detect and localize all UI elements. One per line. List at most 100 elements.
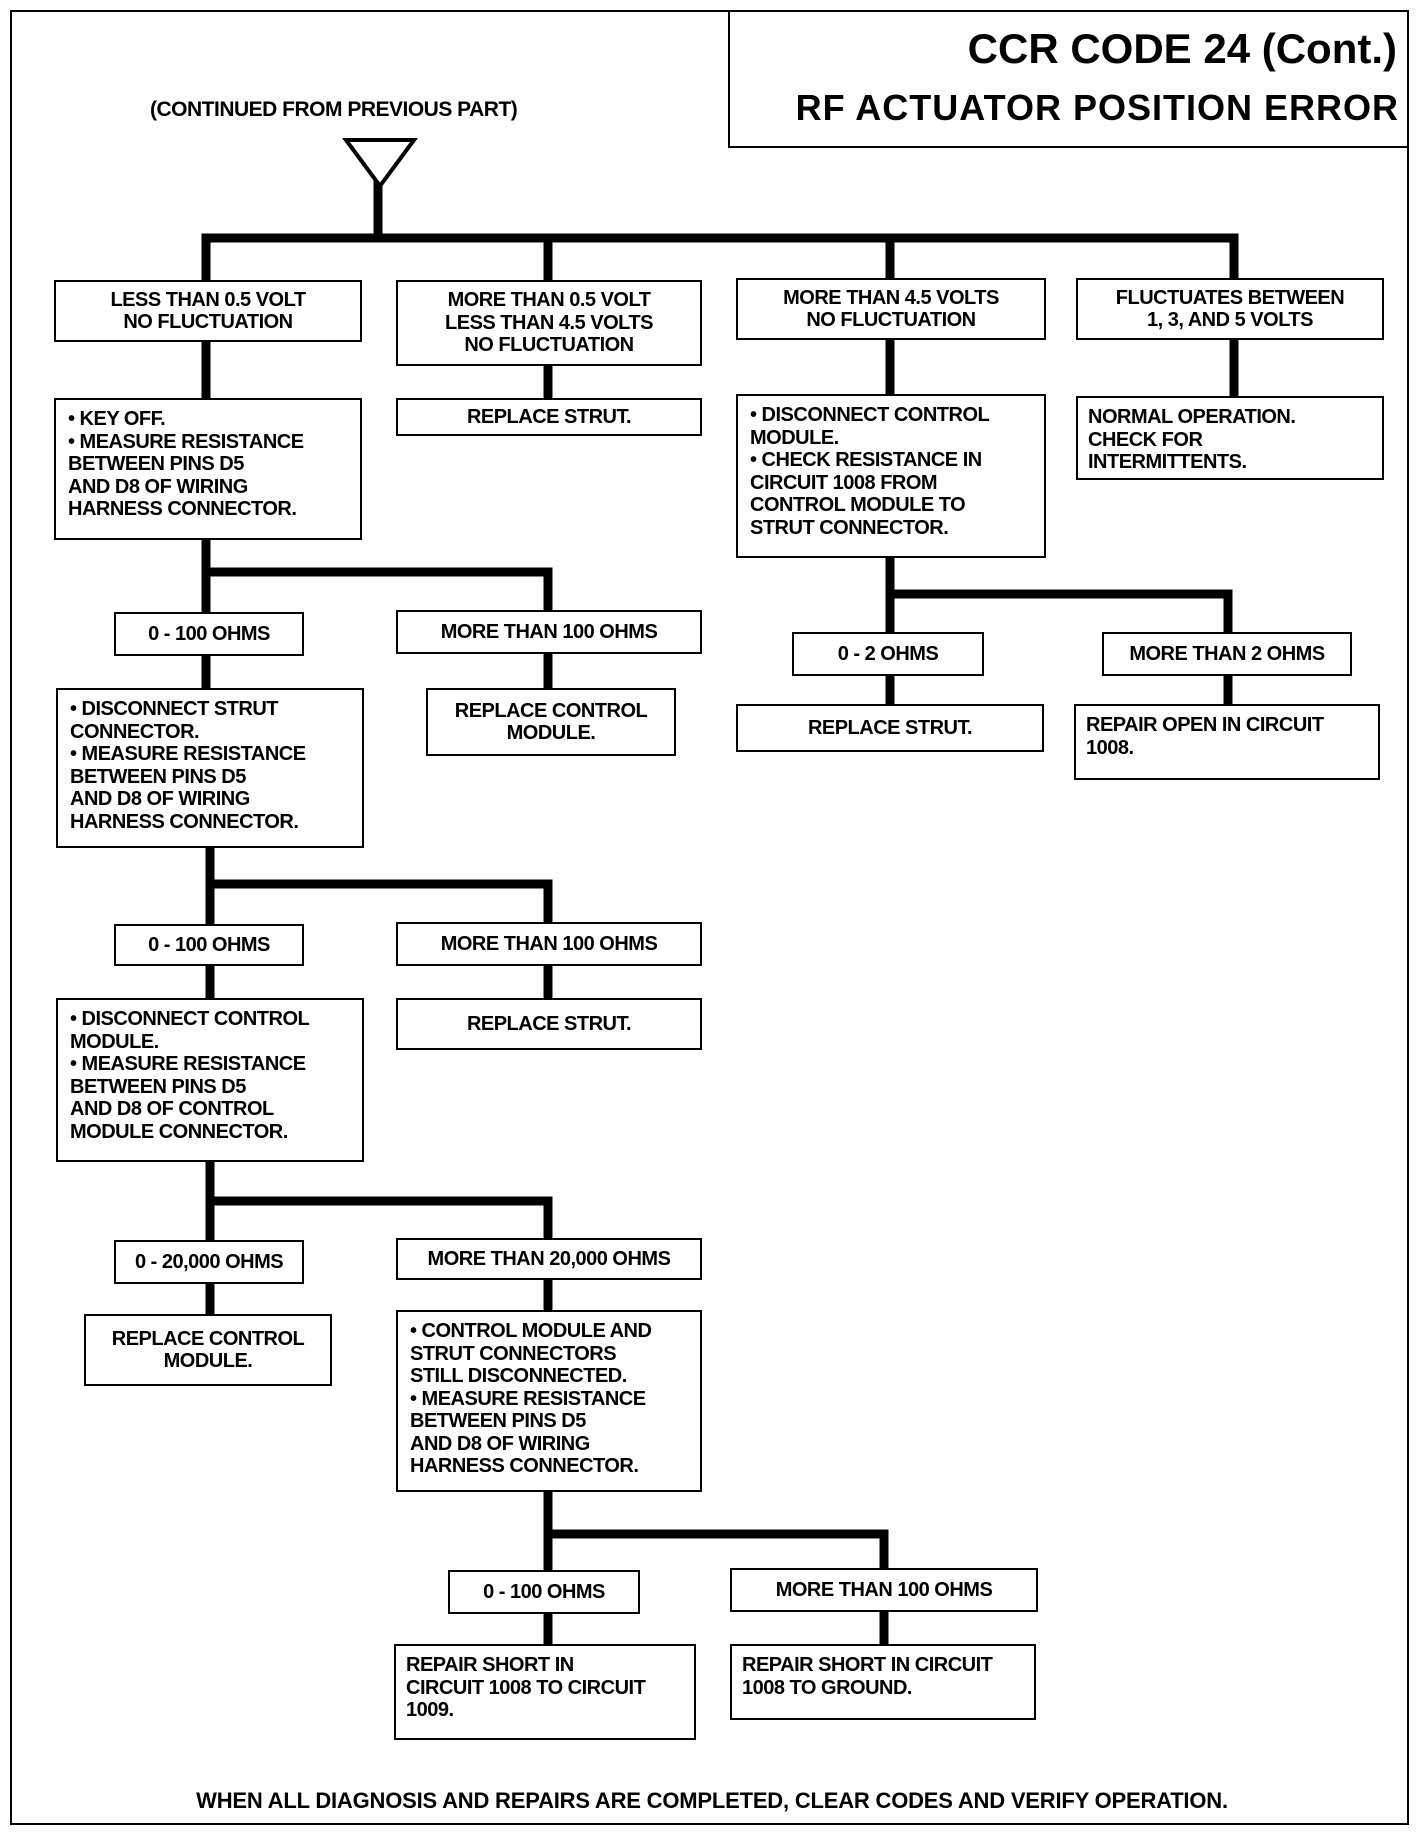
node-more-100-ohms-2: MORE THAN 100 OHMS [396,922,702,966]
node-text-line: MORE THAN 100 OHMS [440,620,658,643]
node-text-line: MODULE. [70,1030,159,1053]
node-text-line: LESS THAN 4.5 VOLTS [445,311,653,334]
page-frame [10,10,1409,1825]
node-text-line: CIRCUIT 1008 FROM [750,471,938,494]
node-text-line: AND D8 OF WIRING [70,788,250,810]
node-text-line: FLUCTUATES BETWEEN [1115,286,1345,309]
continued-label: (CONTINUED FROM PREVIOUS PART) [150,98,518,121]
node-0-20000-ohms: 0 - 20,000 OHMS [114,1240,304,1284]
continuation-marker-icon [342,138,418,190]
node-text-line: HARNESS CONNECTOR. [70,810,299,833]
node-replace-strut-3: REPLACE STRUT. [396,998,702,1050]
node-text-line: • DISCONNECT CONTROL [750,404,990,426]
node-text-line: • DISCONNECT CONTROL [70,1008,310,1030]
node-text-line: MODULE. [750,426,839,449]
node-text-line: • MEASURE RESISTANCE [70,1053,306,1075]
node-more-20000-ohms: MORE THAN 20,000 OHMS [396,1238,702,1280]
node-text-line: CONTROL MODULE TO [750,494,966,516]
node-0-100-ohms-1: 0 - 100 OHMS [114,612,304,656]
node-text-line: MORE THAN 100 OHMS [440,932,658,955]
node-text-line: STRUT CONNECTOR. [750,516,949,539]
node-text-line: 0 - 100 OHMS [148,933,270,956]
node-text-line: STILL DISCONNECTED. [410,1365,627,1387]
page-title: CCR CODE 24 (Cont.) [967,25,1397,72]
node-text-line: 0 - 20,000 OHMS [134,1250,284,1273]
node-text-line: MORE THAN 2 OHMS [1129,642,1325,665]
node-text-line: • MEASURE RESISTANCE [70,743,306,765]
node-text-line: • CONTROL MODULE AND [410,1320,652,1342]
node-text-line: MORE THAN 0.5 VOLT [447,289,651,312]
node-0-2-ohms: 0 - 2 OHMS [792,632,984,676]
node-text-line: REPLACE CONTROL [454,699,648,722]
node-text-line: 0 - 100 OHMS [483,1580,605,1603]
node-text-line: MODULE. [506,722,596,744]
node-text-line: HARNESS CONNECTOR. [410,1455,639,1477]
node-text-line: MORE THAN 4.5 VOLTS [783,286,999,309]
node-text-line: CHECK FOR [1088,428,1203,451]
node-more-2-ohms: MORE THAN 2 OHMS [1102,632,1352,676]
node-text-line: BETWEEN PINS D5 [410,1410,586,1432]
node-text-line: REPAIR SHORT IN CIRCUIT [742,1654,993,1676]
node-text-line: HARNESS CONNECTOR. [68,498,297,520]
node-text-line: • MEASURE RESISTANCE [68,430,304,453]
node-text-line: REPLACE STRUT. [466,405,632,428]
node-text-line: AND D8 OF WIRING [410,1432,590,1455]
node-text-line: REPAIR SHORT IN [406,1654,574,1676]
footer-note: WHEN ALL DIAGNOSIS AND REPAIRS ARE COMPL… [196,1788,1228,1813]
node-text-line: • DISCONNECT STRUT [70,698,279,720]
node-text-line: AND D8 OF CONTROL [70,1098,274,1120]
node-text-line: NO FLUCTUATION [123,311,293,333]
node-text-line: MODULE. [163,1350,253,1372]
node-text-line: 1008 TO GROUND. [742,1676,912,1699]
node-text-line: NO FLUCTUATION [806,309,976,331]
node-text-line: CONNECTOR. [70,720,200,743]
node-text-line: MORE THAN 20,000 OHMS [427,1247,671,1270]
node-text-line: 0 - 100 OHMS [148,622,270,645]
node-text-line: 1009. [406,1699,454,1721]
node-text-line: 1008. [1086,736,1134,759]
node-0-100-ohms-2: 0 - 100 OHMS [114,924,304,966]
node-0-100-ohms-3: 0 - 100 OHMS [448,1570,640,1614]
node-text-line: CIRCUIT 1008 TO CIRCUIT [406,1676,646,1699]
node-text-line: NORMAL OPERATION. [1088,406,1296,428]
node-text-line: LESS THAN 0.5 VOLT [110,288,306,311]
title-block: CCR CODE 24 (Cont.) RF ACTUATOR POSITION… [728,11,1409,148]
node-text-line: REPAIR OPEN IN CIRCUIT [1086,714,1324,736]
node-text-line: MORE THAN 100 OHMS [775,1578,993,1601]
node-text-line: BETWEEN PINS D5 [68,453,244,475]
node-text-line: REPLACE CONTROL [111,1327,305,1350]
node-text-line: BETWEEN PINS D5 [70,765,246,788]
node-text-line: REPLACE STRUT. [466,1012,632,1035]
node-text-line: • CHECK RESISTANCE IN [750,449,982,471]
node-replace-strut-1: REPLACE STRUT. [396,398,702,436]
node-text-line: INTERMITTENTS. [1088,451,1247,473]
node-text-line: 0 - 2 OHMS [837,642,939,665]
node-replace-strut-2: REPLACE STRUT. [736,704,1044,752]
node-text-line: • KEY OFF. [68,408,166,430]
node-text-line: NO FLUCTUATION [464,334,634,357]
node-more-100-ohms-1: MORE THAN 100 OHMS [396,610,702,654]
node-text-line: • MEASURE RESISTANCE [410,1387,646,1410]
node-text-line: STRUT CONNECTORS [410,1342,617,1365]
node-text-line: BETWEEN PINS D5 [70,1075,246,1098]
node-text-line: 1, 3, AND 5 VOLTS [1147,309,1313,331]
node-text-line: REPLACE STRUT. [807,716,973,739]
node-text-line: MODULE CONNECTOR. [70,1120,288,1143]
node-more-100-ohms-3: MORE THAN 100 OHMS [730,1568,1038,1612]
